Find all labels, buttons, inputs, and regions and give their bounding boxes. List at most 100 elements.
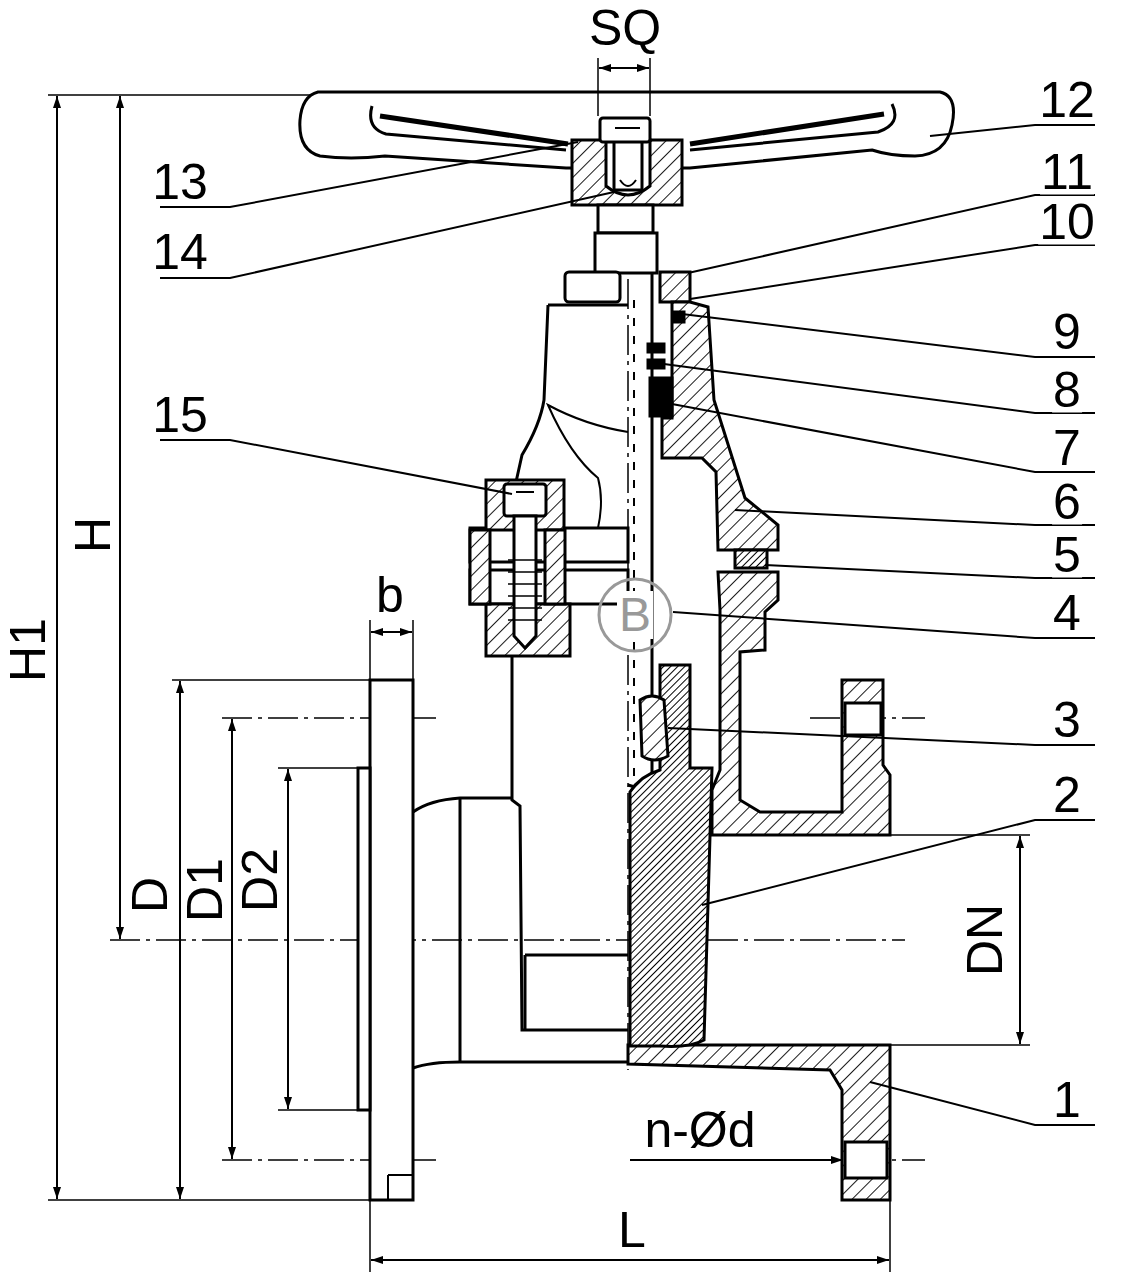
bonnet bbox=[516, 305, 548, 482]
dimension-line bbox=[889, 1200, 891, 1272]
dimension-line bbox=[48, 94, 310, 96]
dimension-line bbox=[369, 620, 371, 680]
body bbox=[525, 955, 628, 1030]
dimension-label: D bbox=[128, 876, 173, 914]
callout-number: 1 bbox=[1052, 1078, 1082, 1123]
callout-number: 11 bbox=[1040, 150, 1094, 195]
hub bbox=[572, 140, 682, 205]
callout-number: 15 bbox=[151, 393, 209, 438]
leader-line bbox=[160, 125, 1095, 1125]
reference-letter: B bbox=[617, 591, 653, 639]
dimension-line bbox=[179, 681, 181, 1199]
dimension-line bbox=[649, 58, 651, 116]
callout-number: 3 bbox=[1052, 698, 1082, 743]
stem bbox=[633, 300, 635, 790]
bonnet-bolt bbox=[504, 484, 546, 516]
body bbox=[358, 768, 370, 1110]
dimension-line bbox=[119, 96, 121, 939]
callout-number: 6 bbox=[1052, 480, 1082, 525]
dimension-line bbox=[371, 631, 412, 633]
callout-number: 7 bbox=[1052, 426, 1082, 471]
hole-dimension: n-Ød bbox=[643, 1108, 756, 1153]
dimension-line bbox=[371, 1259, 889, 1261]
dimension-line bbox=[890, 1044, 1030, 1046]
leader-line bbox=[765, 565, 1095, 578]
hub bbox=[614, 140, 642, 190]
dimension-line bbox=[278, 767, 358, 769]
center-line bbox=[110, 939, 905, 941]
callout-number: 4 bbox=[1052, 591, 1082, 636]
reference-circle-outline bbox=[599, 579, 671, 651]
wedge bbox=[630, 665, 712, 1046]
dimension-line bbox=[369, 1200, 371, 1272]
body bbox=[459, 798, 462, 1062]
dimension-line bbox=[287, 769, 289, 1109]
gland bbox=[565, 272, 620, 302]
bonnet-bolt bbox=[508, 560, 542, 620]
leader-line bbox=[672, 404, 1095, 472]
body bbox=[388, 1175, 413, 1200]
dimension-line bbox=[48, 58, 1030, 1272]
leader-line bbox=[682, 314, 1095, 357]
body bbox=[512, 656, 628, 1030]
dimension-label: D2 bbox=[238, 847, 283, 913]
gland bbox=[660, 272, 690, 302]
callout-number: 2 bbox=[1052, 773, 1082, 818]
body-section bbox=[845, 703, 881, 735]
dimension-line bbox=[599, 67, 649, 69]
dimension-line bbox=[172, 679, 370, 681]
bonnet-section bbox=[662, 302, 778, 550]
dimension-label: H1 bbox=[6, 617, 51, 683]
dimension-line bbox=[278, 1109, 358, 1111]
dimension-line bbox=[890, 834, 1030, 836]
dimension-line bbox=[56, 96, 58, 1199]
body bbox=[413, 1062, 628, 1068]
dimension-line bbox=[630, 1159, 843, 1161]
leader-line bbox=[673, 612, 1095, 638]
bonnet bbox=[548, 304, 628, 307]
bonnet-bolt bbox=[545, 530, 565, 604]
dimension-line bbox=[48, 1199, 372, 1201]
dimension-label: DN bbox=[963, 903, 1008, 977]
body bbox=[413, 798, 512, 812]
leader-line bbox=[690, 245, 1095, 299]
leader-line bbox=[668, 728, 1095, 745]
bonnet-section bbox=[650, 378, 672, 416]
dimension-line bbox=[597, 58, 599, 116]
body-section bbox=[712, 572, 890, 835]
bonnet-bolt bbox=[516, 491, 534, 493]
dimension-line bbox=[57, 68, 1020, 1260]
bonnet-bolt bbox=[514, 516, 536, 648]
callout-number: 13 bbox=[151, 160, 209, 205]
body-section bbox=[628, 572, 890, 1200]
bonnet bbox=[470, 305, 628, 604]
wedge bbox=[640, 696, 668, 760]
callout-number: 10 bbox=[1038, 200, 1096, 245]
gland bbox=[565, 272, 690, 302]
leader-line bbox=[930, 125, 1095, 136]
body bbox=[370, 680, 413, 1200]
leader-line bbox=[160, 440, 512, 494]
bonnet-bolt bbox=[470, 530, 490, 604]
bonnet-bolt bbox=[470, 480, 570, 656]
body-section bbox=[845, 1142, 887, 1178]
dimension-label: L bbox=[617, 1208, 647, 1253]
dimension-line bbox=[1019, 836, 1021, 1044]
hub bbox=[572, 118, 682, 205]
bonnet-section bbox=[648, 360, 664, 368]
dimension-label: SQ bbox=[588, 6, 662, 51]
leader-line bbox=[735, 510, 1095, 525]
stem bbox=[598, 205, 653, 233]
hub bbox=[615, 128, 640, 186]
hub bbox=[600, 118, 650, 142]
callout-number: 14 bbox=[151, 230, 209, 275]
dimension-label: b bbox=[375, 573, 405, 618]
bonnet-section bbox=[735, 550, 767, 568]
bonnet-section bbox=[648, 302, 778, 568]
callout-number: 8 bbox=[1052, 368, 1082, 413]
dimension-line bbox=[412, 620, 414, 680]
leader-line bbox=[688, 195, 1095, 273]
body bbox=[358, 656, 628, 1200]
dimension-line bbox=[231, 719, 233, 1159]
